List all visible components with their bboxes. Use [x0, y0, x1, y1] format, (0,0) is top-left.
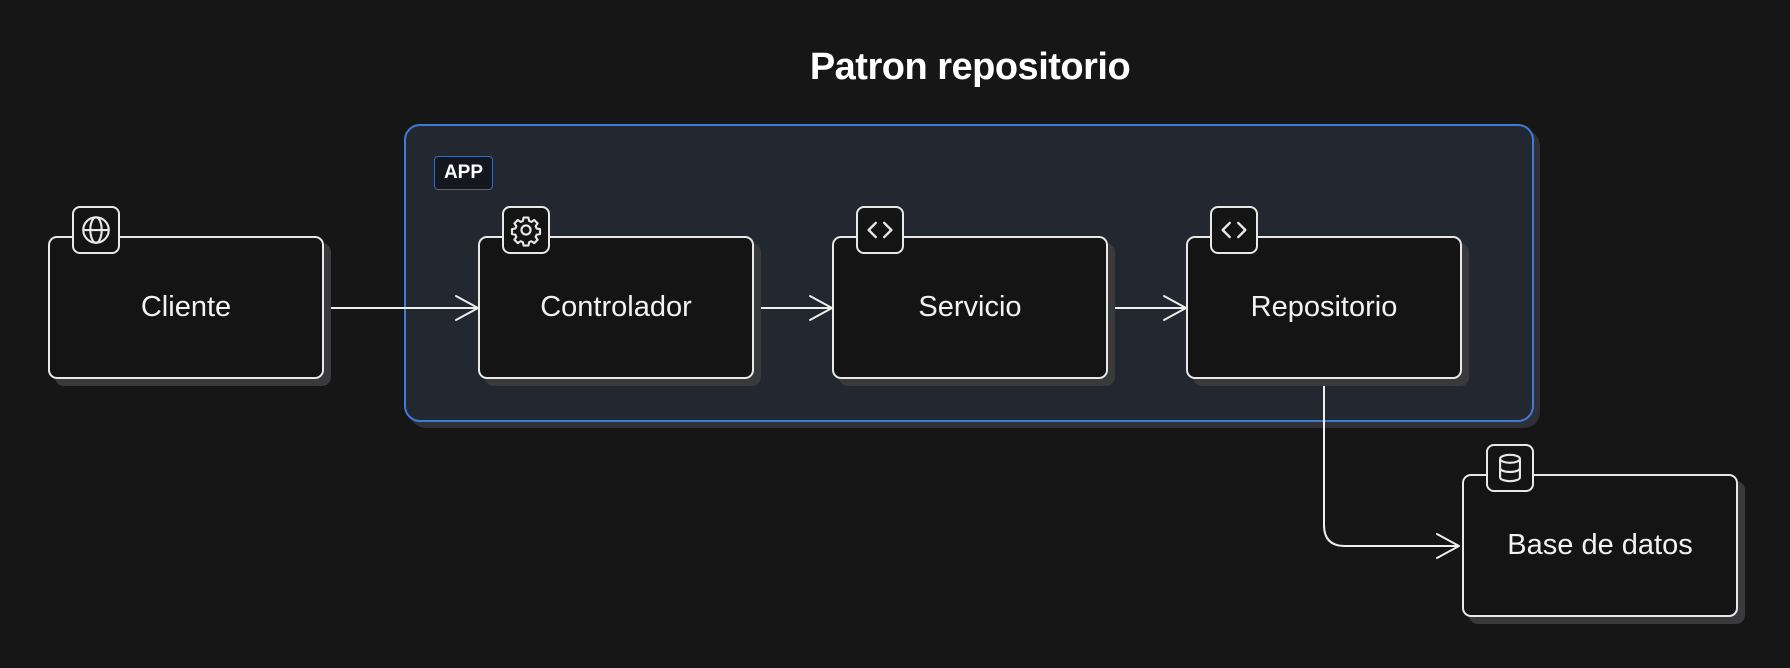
diagram-title: Patron repositorio [809, 46, 1131, 88]
edge-controlador-servicio [753, 295, 833, 321]
node-controlador[interactable]: Controlador [478, 236, 754, 379]
code-icon [1210, 206, 1258, 254]
node-cliente[interactable]: Cliente [48, 236, 324, 379]
node-cliente-label: Cliente [140, 291, 232, 323]
edge-repositorio-base-de-datos [1323, 383, 1460, 559]
node-repositorio-label: Repositorio [1250, 291, 1398, 323]
node-servicio[interactable]: Servicio [832, 236, 1108, 379]
node-controlador-label: Controlador [540, 291, 692, 323]
node-servicio-label: Servicio [918, 291, 1022, 323]
database-icon [1486, 444, 1534, 492]
app-group-label: APP [434, 156, 493, 190]
edge-servicio-repositorio [1107, 295, 1187, 321]
node-base-de-datos-label: Base de datos [1507, 529, 1693, 561]
globe-icon [72, 206, 120, 254]
node-repositorio[interactable]: Repositorio [1186, 236, 1462, 379]
edge-cliente-controlador [323, 295, 479, 321]
gear-icon [502, 206, 550, 254]
node-base-de-datos[interactable]: Base de datos [1462, 474, 1738, 617]
code-icon [856, 206, 904, 254]
